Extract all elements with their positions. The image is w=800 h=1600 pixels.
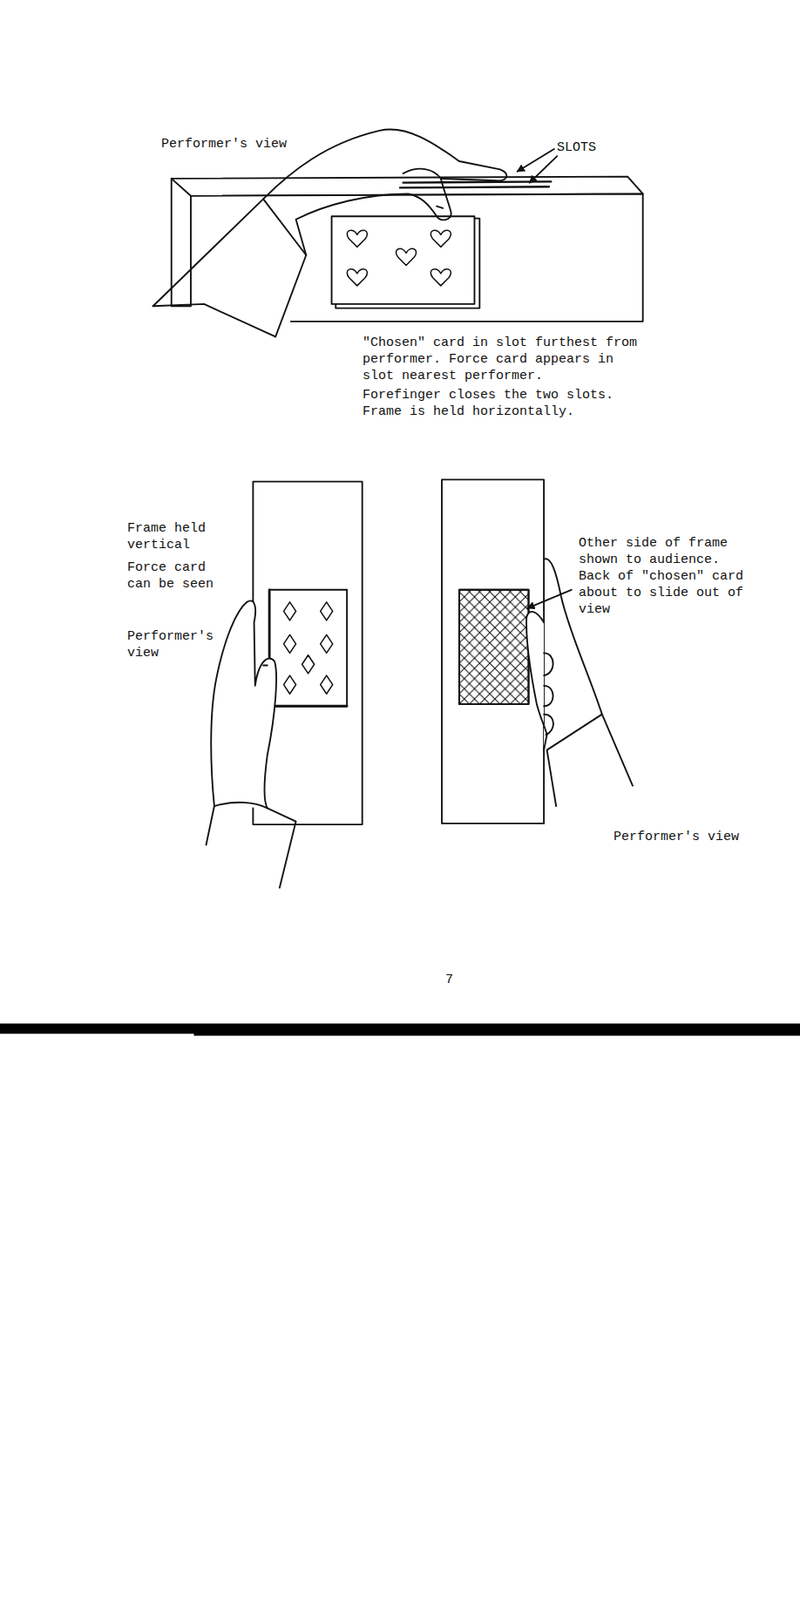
horizontal-frame	[171, 176, 644, 322]
leader-line	[517, 149, 555, 172]
note-text: Forefinger closes the two slots. Frame i…	[362, 386, 651, 421]
view-label: Performer's view	[161, 135, 336, 153]
hearts	[346, 230, 451, 286]
diamonds	[284, 602, 333, 694]
leader-line	[529, 155, 558, 183]
page-rule	[0, 1023, 800, 1036]
view-label: Performer's view	[613, 828, 780, 846]
callout-label: SLOTS	[556, 139, 618, 156]
vertical-frame-front	[252, 481, 362, 825]
note-text: "Chosen" card in slot furthest from perf…	[362, 334, 651, 385]
top-hand	[153, 128, 508, 337]
view-label: Performer's view	[127, 628, 220, 662]
page-number: 7	[445, 971, 472, 989]
note-text: Force card can be seen	[127, 559, 220, 593]
leader-line	[527, 589, 571, 609]
note-text: Other side of frame shown to audience. B…	[578, 535, 752, 618]
note-text: Frame held vertical	[127, 520, 220, 554]
left-hand	[206, 600, 297, 888]
heart-card	[332, 216, 481, 308]
